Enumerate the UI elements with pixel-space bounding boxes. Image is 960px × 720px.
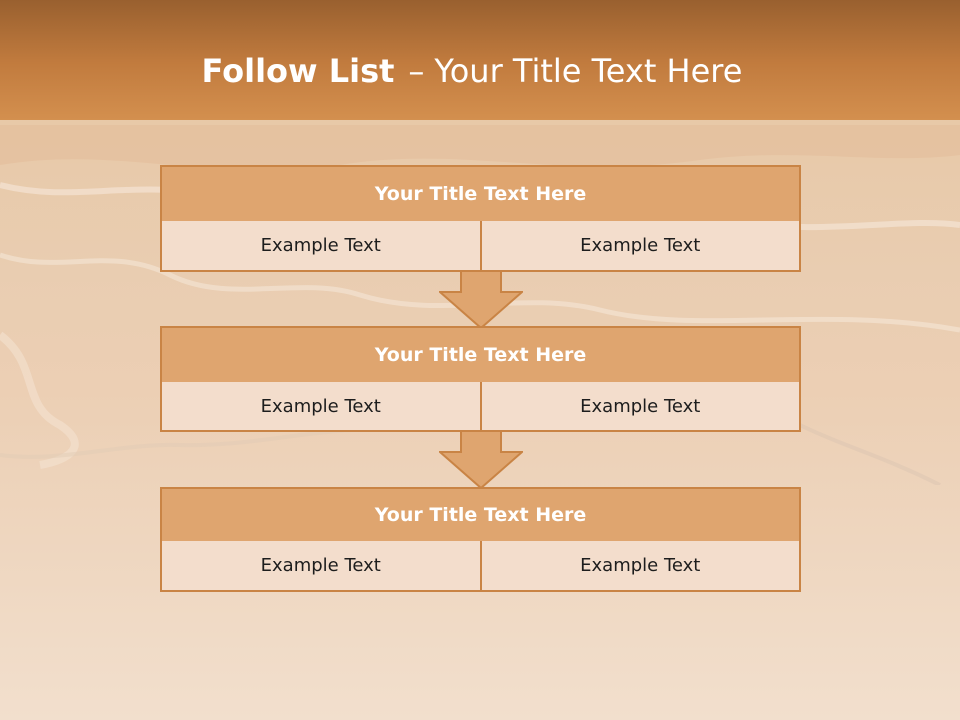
list-block-3: Your Title Text Here Example Text Exampl… bbox=[160, 487, 801, 592]
block-3-row: Example Text Example Text bbox=[160, 541, 801, 592]
block-1-header: Your Title Text Here bbox=[160, 165, 801, 223]
title-dash: – bbox=[408, 52, 425, 90]
block-2-cell-right: Example Text bbox=[481, 382, 801, 432]
down-arrow-icon bbox=[439, 430, 523, 490]
down-arrow-icon bbox=[439, 270, 523, 330]
title-rest: Your Title Text Here bbox=[434, 52, 743, 90]
block-3-header: Your Title Text Here bbox=[160, 487, 801, 543]
block-1-row: Example Text Example Text bbox=[160, 221, 801, 272]
list-block-2: Your Title Text Here Example Text Exampl… bbox=[160, 326, 801, 432]
block-3-cell-left: Example Text bbox=[160, 541, 482, 592]
slide-title: Follow List–Your Title Text Here bbox=[0, 52, 944, 90]
sky-band-background bbox=[0, 0, 960, 140]
block-2-header: Your Title Text Here bbox=[160, 326, 801, 384]
title-bold-part: Follow List bbox=[201, 52, 395, 90]
block-3-cell-right: Example Text bbox=[481, 541, 801, 592]
block-1-cell-right: Example Text bbox=[481, 221, 801, 272]
block-2-cell-left: Example Text bbox=[160, 382, 482, 432]
list-block-1: Your Title Text Here Example Text Exampl… bbox=[160, 165, 801, 272]
block-1-cell-left: Example Text bbox=[160, 221, 482, 272]
block-2-row: Example Text Example Text bbox=[160, 382, 801, 432]
